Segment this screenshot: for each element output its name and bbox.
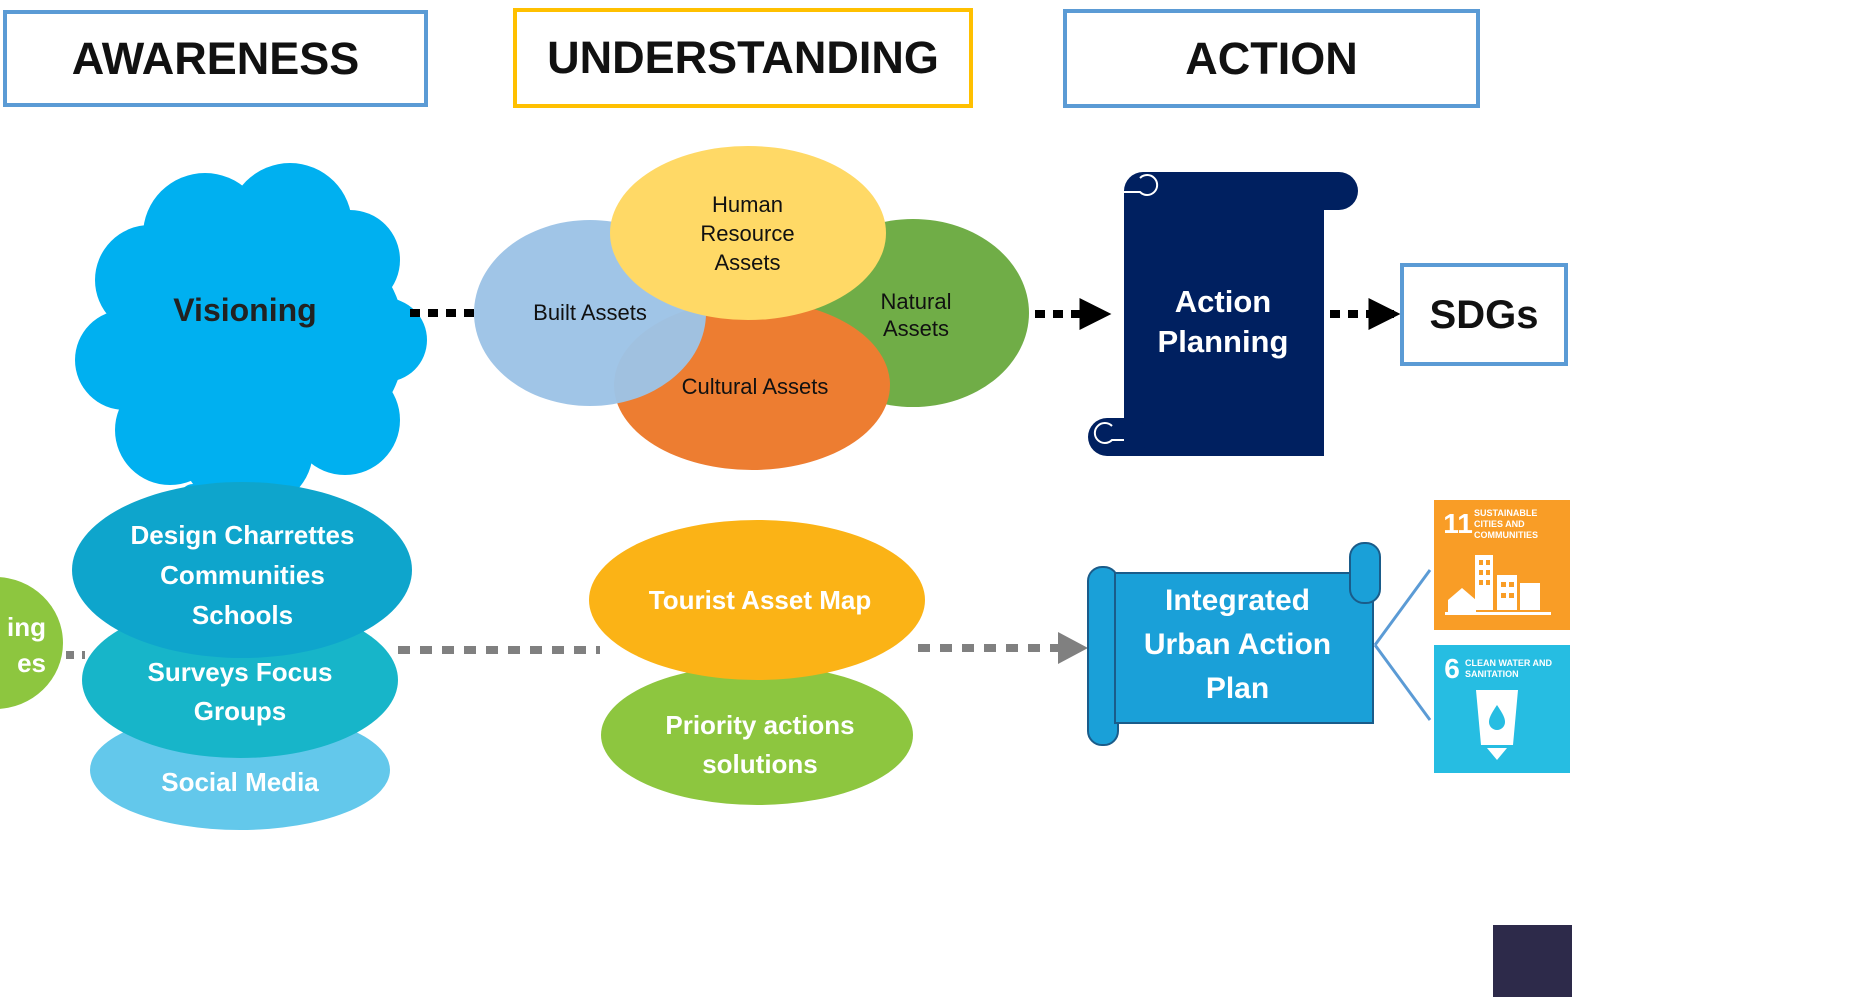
tourist-asset-map-label: Tourist Asset Map: [648, 584, 872, 615]
sdgs-box: [1400, 263, 1568, 366]
header-understanding-label: UNDERSTANDING: [547, 32, 939, 83]
sdg11-title: SUSTAINABLE CITIES AND COMMUNITIES: [1474, 507, 1538, 540]
sdg6-number: 6: [1444, 653, 1460, 684]
cultural-assets-label: Cultural Assets: [681, 374, 829, 399]
sdg11-number: 11: [1443, 508, 1473, 539]
social-media-label: Social Media: [161, 766, 319, 797]
human-assets-ellipse: [610, 146, 886, 320]
tourist-asset-map-ellipse: [589, 520, 925, 680]
action-planning-label: Action Planning: [1157, 284, 1289, 359]
visioning-cloud: [75, 163, 427, 529]
priority-actions-ellipse: [601, 665, 913, 805]
header-understanding: UNDERSTANDING: [513, 8, 973, 108]
partial-green-ellipse: [0, 577, 63, 709]
sdgs-label: SDGs: [1429, 292, 1539, 337]
human-assets-label: Human Resource Assets: [700, 191, 795, 275]
corner-logo-block: [1493, 925, 1572, 997]
surveys-label: Surveys Focus Groups: [147, 657, 333, 726]
partial-green-label: ing es: [7, 612, 46, 678]
sdg6-title: CLEAN WATER AND SANITATION: [1465, 658, 1552, 679]
action-planning-scroll: [1088, 172, 1358, 456]
design-charrettes-label: Design Charrettes Communities Schools: [130, 520, 355, 630]
header-action: ACTION: [1063, 9, 1480, 108]
visioning-label: Visioning: [173, 291, 317, 328]
header-awareness: AWARENESS: [3, 10, 428, 107]
connector-iuap-sdg11: [1373, 569, 1432, 646]
header-action-label: ACTION: [1185, 32, 1358, 84]
built-assets-label: Built Assets: [533, 300, 647, 325]
iuap-scroll: [1087, 542, 1381, 746]
priority-actions-label: Priority actions solutions: [665, 710, 855, 779]
natural-assets-label: Natural Assets: [880, 289, 952, 341]
iuap-label: Integrated Urban Action Plan: [1143, 584, 1332, 705]
header-awareness-label: AWARENESS: [71, 32, 360, 84]
connector-map-iuap-head: [1058, 632, 1088, 664]
connector-iuap-sdg6: [1373, 644, 1432, 721]
design-charrettes-ellipse: [72, 482, 412, 658]
